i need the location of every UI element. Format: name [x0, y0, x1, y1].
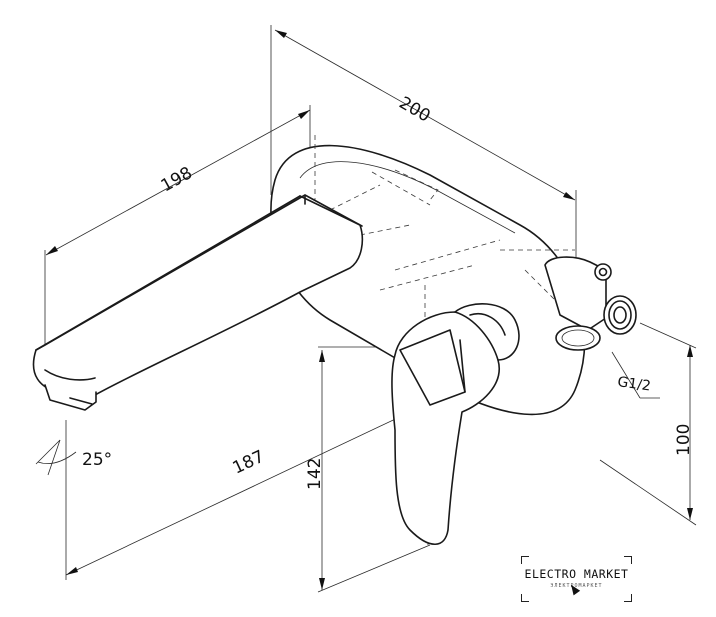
dim-line-200	[274, 29, 576, 201]
logo-corner	[521, 594, 529, 602]
watermark-subtitle: ЭЛЕКТРОМАРКЕТ	[550, 583, 603, 589]
thread-label: G1/2	[616, 374, 651, 394]
logo-corner	[624, 594, 632, 602]
dim-line-198	[45, 109, 311, 256]
logo-corner	[521, 556, 529, 564]
inlet-connector	[544, 256, 637, 351]
dimension-lines	[35, 29, 693, 590]
extension-lines	[44, 25, 697, 593]
angle-label: 25°	[82, 450, 112, 470]
hidden-body	[314, 135, 575, 340]
dim-198-label: 198	[158, 163, 196, 196]
dim-187-label: 187	[230, 447, 268, 479]
angle-arc	[37, 451, 77, 465]
dim-line-187	[65, 404, 426, 576]
logo-corner	[624, 556, 632, 564]
dim-200-label: 200	[396, 93, 434, 127]
watermark-logo: ELECTRO MARKET ЭЛЕКТРОМАРКЕТ	[521, 556, 632, 602]
lever-handle	[391, 303, 520, 546]
watermark-name: ELECTRO MARKET	[524, 567, 629, 581]
spout	[32, 194, 364, 411]
dim-142-label: 142	[305, 458, 325, 490]
dim-100-label: 100	[674, 424, 694, 456]
